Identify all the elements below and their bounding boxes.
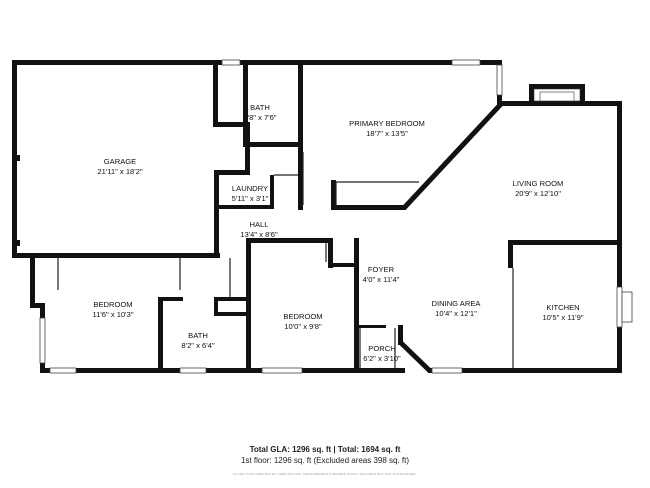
- dining-area-dim: 10'4" x 12'1": [435, 309, 477, 318]
- porch-label: PORCH: [368, 344, 395, 353]
- bedroom-mid-dim: 10'0" x 9'8": [284, 322, 322, 331]
- hall-label: HALL: [250, 220, 269, 229]
- diagonal-walls: [398, 102, 503, 373]
- total-area: Total GLA: 1296 sq. ft | Total: 1694 sq.…: [0, 445, 650, 454]
- foyer-dim: 4'0" x 11'4": [363, 275, 400, 284]
- bedroom-mid-label: BEDROOM: [283, 312, 322, 321]
- windows: [39, 59, 633, 374]
- living-room-label: LIVING ROOM: [513, 179, 564, 188]
- fixtures: [57, 152, 514, 368]
- bath-top-label: BATH: [250, 103, 270, 112]
- porch-dim: 6'2" x 3'10": [363, 354, 401, 363]
- floor-plan: GARAGE 21'11" x 18'2" BATH 7'8" x 7'6" P…: [12, 59, 633, 374]
- interior-walls: [158, 60, 622, 373]
- kitchen-dim: 10'5" x 11'9": [542, 313, 583, 322]
- foyer-label: FOYER: [368, 265, 395, 274]
- bedroom-left-label: BEDROOM: [93, 300, 132, 309]
- primary-bedroom-dim: 18'7" x 13'5": [366, 129, 408, 138]
- floor-area: 1st floor: 1296 sq. ft (Excluded areas 3…: [240, 456, 410, 465]
- room-labels: GARAGE 21'11" x 18'2" BATH 7'8" x 7'6" P…: [92, 103, 583, 363]
- fireplace: [533, 88, 581, 102]
- primary-bedroom-label: PRIMARY BEDROOM: [349, 119, 425, 128]
- total-area-text: Total GLA: 1296 sq. ft | Total: 1694 sq.…: [249, 445, 401, 454]
- hall-dim: 13'4" x 8'6": [240, 230, 278, 239]
- bath-bottom-dim: 8'2" x 6'4": [181, 341, 215, 350]
- laundry-label: LAUNDRY: [232, 184, 268, 193]
- disclaimer: FLOOR PLAN CREATED BY CUBICASA APP. MEAS…: [233, 472, 417, 476]
- garage-dim: 21'11" x 18'2": [97, 167, 143, 176]
- bedroom-left-dim: 11'6" x 10'3": [92, 310, 133, 319]
- bath-bottom-label: BATH: [188, 331, 208, 340]
- dining-area-label: DINING AREA: [432, 299, 482, 308]
- kitchen-label: KITCHEN: [546, 303, 579, 312]
- laundry-dim: 5'11" x 3'1": [232, 194, 269, 203]
- garage-marks: [17, 155, 20, 246]
- bath-top-dim: 7'8" x 7'6": [243, 113, 277, 122]
- exterior-walls: [12, 60, 622, 373]
- garage-label: GARAGE: [104, 157, 137, 166]
- living-room-dim: 20'9" x 12'10": [515, 189, 561, 198]
